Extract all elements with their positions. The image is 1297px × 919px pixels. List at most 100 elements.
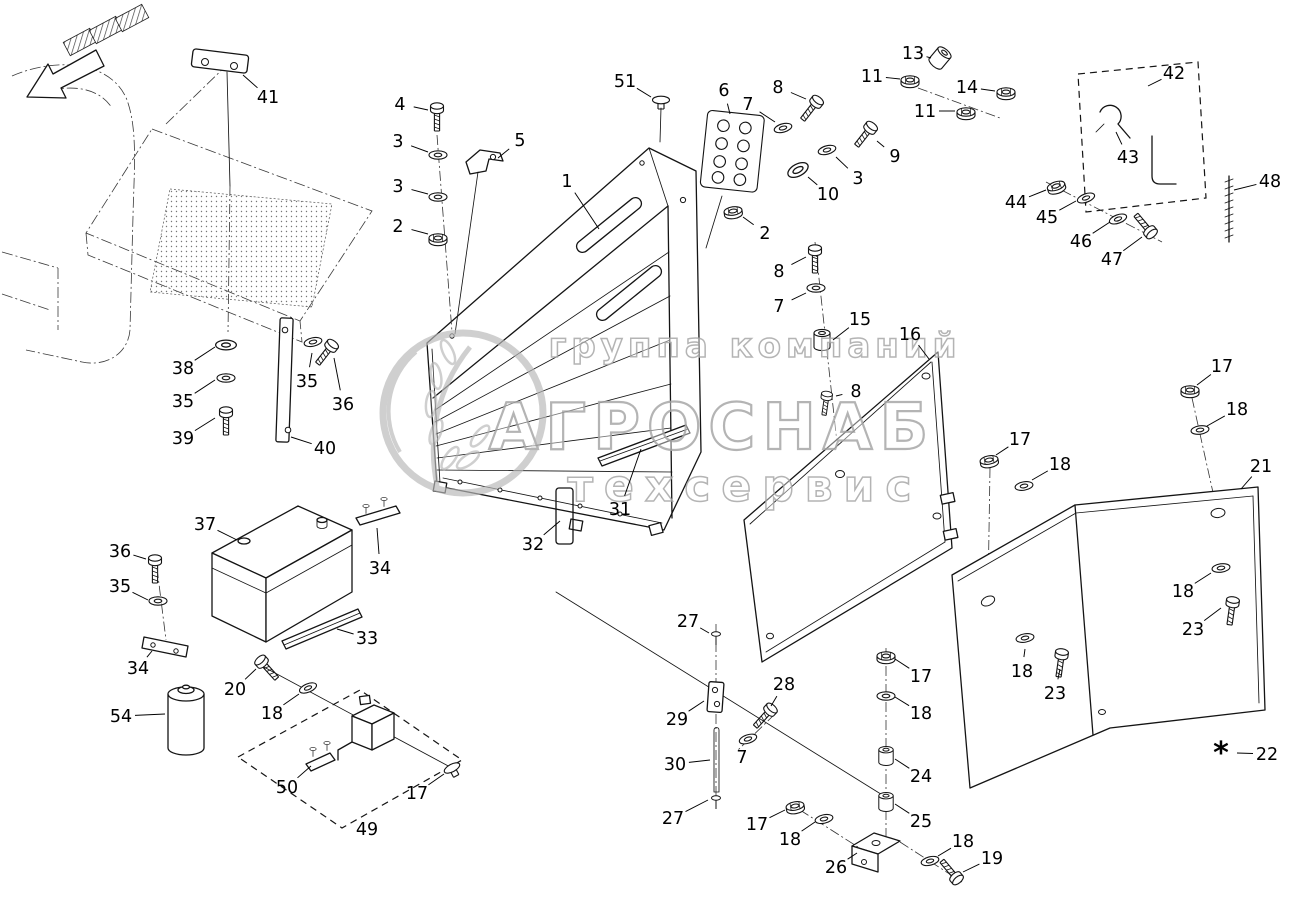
callout-18: 18 [1226,400,1248,420]
callout-leader-24 [894,758,910,769]
callout-43: 43 [1117,148,1139,168]
washer-35a [216,373,236,383]
callout-11: 11 [861,67,883,87]
callout-leader-15 [832,327,850,341]
callout-8: 8 [850,382,861,402]
callout-14: 14 [956,78,978,98]
callout-18: 18 [1049,455,1071,475]
callout-leader-50 [297,765,312,779]
callout-leader-17 [769,809,786,819]
link-10 [787,161,809,179]
screw-47 [1130,210,1160,242]
callout-46: 46 [1070,232,1092,252]
callout-25: 25 [910,812,932,832]
callout-17: 17 [746,815,768,835]
callout-18: 18 [1172,582,1194,602]
flat-bar-40 [275,317,294,443]
callout-27: 27 [677,612,699,632]
callout-leader-51 [636,87,652,98]
callout-leader-18 [801,821,816,832]
washer-18a [297,680,319,696]
vent-plate-6 [699,109,765,193]
plug-51 [651,95,671,110]
callout-7: 7 [742,95,753,115]
screw-36b [147,554,163,584]
callout-leader-18 [1194,572,1212,584]
callout-leader-18 [1206,415,1226,427]
callout-7: 7 [736,748,747,768]
callout-15: 15 [849,310,871,330]
bushing-25 [878,791,894,813]
bar-31 [597,424,691,467]
callout-17: 17 [1009,430,1031,450]
washer-7a [772,121,794,135]
callout-leader-3 [411,189,429,195]
callout-50: 50 [276,778,298,798]
callout-47: 47 [1101,250,1123,270]
nut-17d [1180,385,1200,399]
callout-leader-9 [876,140,885,148]
callout-28: 28 [773,675,795,695]
callout-leader-18 [1023,648,1026,658]
callout-23: 23 [1182,620,1204,640]
callout-18: 18 [910,704,932,724]
callout-23: 23 [1044,684,1066,704]
callout-17: 17 [1211,357,1233,377]
callout-leader-8 [791,256,807,266]
screw-20 [252,652,283,684]
hinge-plate-29 [706,681,725,714]
callout-leader-34 [376,527,380,555]
callout-20: 20 [224,680,246,700]
callout-leader-21 [1240,476,1253,490]
strip-34-right [355,497,401,526]
callout-leader-18 [1031,470,1049,481]
screw-28 [749,700,780,732]
bushing-24 [878,745,894,767]
washer-18b [876,691,896,701]
callout-leader-41 [242,74,258,89]
rail-33 [281,608,363,650]
callout-leader-26 [847,852,858,860]
callout-5: 5 [514,131,525,151]
callout-2: 2 [392,217,403,237]
callout-49: 49 [356,820,378,840]
callout-30: 30 [664,755,686,775]
callout-leader-35 [132,591,149,601]
washer-3a [428,150,448,160]
callout-leader-18 [937,847,952,857]
nut-2b [722,205,744,221]
callout-16: 16 [899,325,921,345]
pin-27b [711,795,721,810]
callout-2: 2 [759,224,770,244]
washer-18e [1189,424,1211,436]
callout-leader-17 [1196,374,1212,386]
callout-leader-13 [926,56,932,59]
callout-leader-17 [995,446,1009,456]
screw-8b [807,244,823,274]
callout-37: 37 [194,515,216,535]
callout-leader-32 [543,520,561,536]
callout-leader-16 [918,344,930,360]
callout-8: 8 [773,262,784,282]
callout-48: 48 [1259,172,1281,192]
callout-32: 32 [522,535,544,555]
nut-2a [428,233,448,247]
callout-4: 4 [394,95,405,115]
direction-arrow [26,3,150,99]
callout-17: 17 [910,667,932,687]
callout-leader-54 [134,713,166,716]
callout-19: 19 [981,849,1003,869]
washer-7c [737,731,759,747]
callout-3: 3 [392,177,403,197]
washer-35c [148,596,168,606]
callout-39: 39 [172,429,194,449]
callout-leader-11 [885,77,901,80]
callout-34: 34 [369,559,391,579]
callout-leader-7 [791,292,807,301]
nut-11a [900,75,920,89]
callout-leader-28 [770,695,778,707]
cover-panel-21 [951,486,1266,789]
callout-leader-35 [194,379,216,394]
